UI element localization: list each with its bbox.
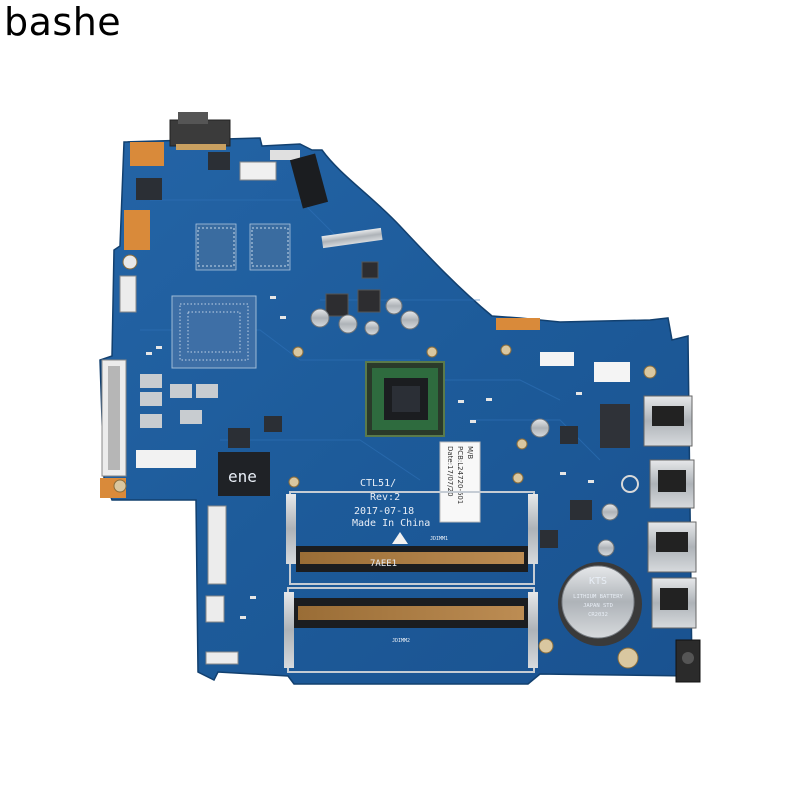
dimm-slot-2: JDIMM2 — [284, 587, 538, 673]
battery-model: CR2032 — [588, 612, 608, 618]
chip-brand: ene — [228, 467, 257, 486]
cpu-chip — [365, 361, 445, 437]
coin-battery: KTS LITHIUM BATTERY JAPAN STD CR2032 — [558, 562, 642, 646]
watermark-text: bashe — [4, 0, 122, 44]
slot-marking: 7AEE1 — [370, 559, 397, 569]
sticker-line2: PCB:L24720-601 — [456, 446, 464, 504]
battery-line2: JAPAN STD — [583, 603, 613, 609]
bga-area — [171, 295, 257, 369]
inductors — [325, 261, 381, 317]
ene-chip: ene — [218, 452, 270, 496]
mounting-holes — [113, 254, 657, 669]
battery-line1: LITHIUM BATTERY — [573, 594, 623, 600]
board-date: 2017-07-18 — [354, 506, 414, 517]
board-origin: Made In China — [352, 518, 430, 529]
sticker-line3: Date:17/07/20 — [446, 446, 454, 497]
battery-brand: KTS — [589, 576, 607, 587]
dimm-slot-1: JDIMM1 7AEE1 — [286, 491, 538, 585]
board-revision: Rev:2 — [370, 492, 400, 503]
memory-pads — [195, 223, 291, 271]
slot-label-1: JDIMM1 — [430, 536, 448, 542]
board-model: CTL51/ — [360, 478, 396, 489]
capacitors — [310, 297, 619, 557]
power-connector — [169, 112, 231, 150]
flex-connectors — [101, 275, 239, 665]
io-ports — [643, 395, 701, 683]
sticker-line1: M/B — [466, 446, 474, 459]
board-sticker: M/B PCB:L24720-601 Date:17/07/20 — [439, 441, 481, 523]
slot-label-2: JDIMM2 — [392, 638, 410, 644]
